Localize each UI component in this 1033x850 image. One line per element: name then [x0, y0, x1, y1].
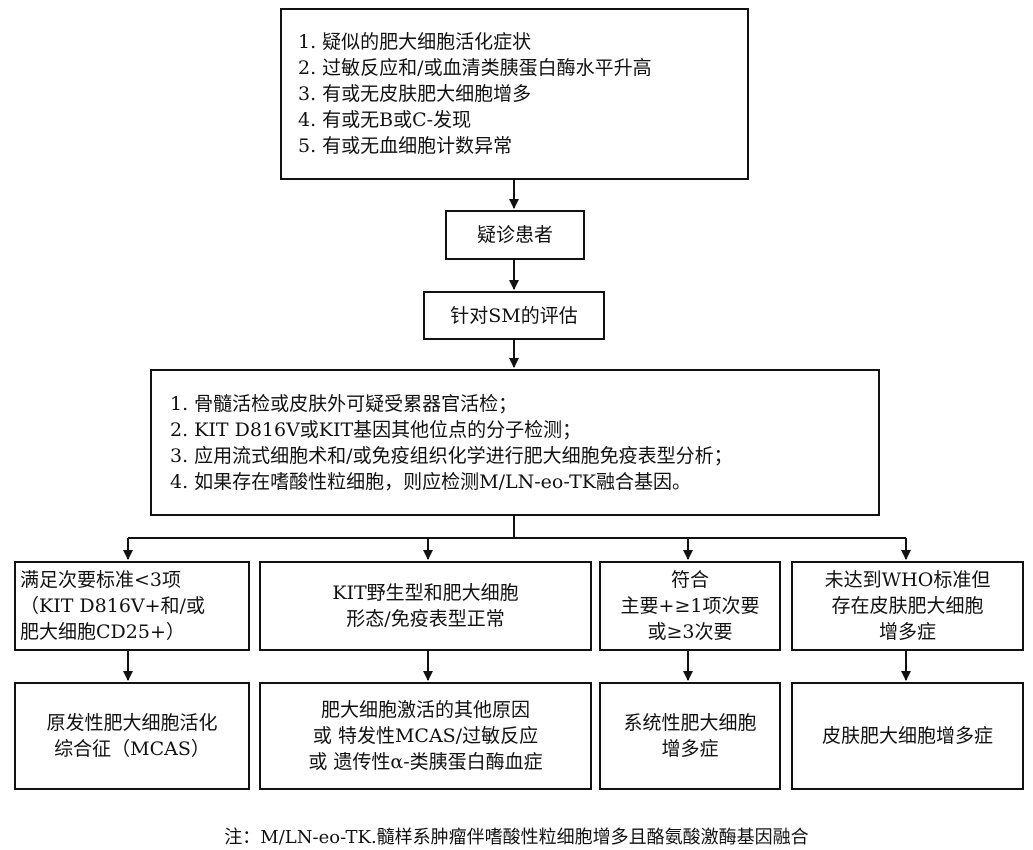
symptoms-box: 1. 疑似的肥大细胞活化症状 2. 过敏反应和/或血清类胰蛋白酶水平升高 3. …: [280, 8, 749, 180]
outcome-line: 皮肤肥大细胞增多症: [821, 725, 993, 747]
footnote: 注：M/LN-eo-TK.髓样系肿瘤伴嗜酸性粒细胞增多且酪氨酸激酶基因融合: [224, 827, 809, 848]
symptom-line: 3. 有或无皮肤肥大细胞增多: [298, 83, 532, 105]
criteria-line: 主要+≥1项次要: [620, 595, 760, 617]
criteria-line: 形态/免疫表型正常: [346, 608, 505, 630]
outcome-line: 肥大细胞激活的其他原因: [320, 699, 530, 721]
outcome-line: 原发性肥大细胞活化: [46, 712, 218, 734]
outcome-line: 或 特发性MCAS/过敏反应: [312, 725, 539, 747]
criteria-line: KIT野生型和肥大细胞: [332, 582, 519, 604]
symptom-line: 4. 有或无B或C-发现: [298, 109, 472, 131]
criteria-cutaneous-box: 未达到WHO标准但 存在皮肤肥大细胞 增多症: [791, 561, 1024, 651]
criteria-wildtype-box: KIT野生型和肥大细胞 形态/免疫表型正常: [259, 561, 592, 651]
suspected-patient-box: 疑诊患者: [445, 210, 585, 260]
outcome-line: 综合征（MCAS）: [54, 738, 210, 760]
outcome-systemic-sm-box: 系统性肥大细胞 增多症: [599, 682, 781, 790]
criteria-minor-box: 满足次要标准<3项 （KIT D816V+和/或 肥大细胞CD25+）: [14, 561, 250, 651]
sm-evaluation-label: 针对SM的评估: [450, 304, 578, 327]
outcome-line: 系统性肥大细胞: [623, 712, 757, 734]
criteria-line: （KIT D816V+和/或: [20, 595, 205, 617]
criteria-line: 符合: [670, 569, 709, 591]
symptom-line: 5. 有或无血细胞计数异常: [298, 135, 513, 157]
outcome-line: 增多症: [661, 738, 719, 760]
sm-evaluation-box: 针对SM的评估: [423, 291, 605, 340]
workup-line: 3. 应用流式细胞术和/或免疫组织化学进行肥大细胞免疫表型分析；: [170, 444, 733, 467]
criteria-who-met-box: 符合 主要+≥1项次要 或≥3次要: [599, 561, 781, 651]
criteria-line: 满足次要标准<3项: [20, 569, 182, 591]
outcome-primary-mcas-box: 原发性肥大细胞活化 综合征（MCAS）: [14, 682, 250, 790]
workup-line: 2. KIT D816V或KIT基因其他位点的分子检测；: [170, 418, 582, 441]
criteria-line: 肥大细胞CD25+）: [20, 621, 185, 643]
suspected-patient-label: 疑诊患者: [476, 224, 553, 246]
criteria-line: 增多症: [878, 621, 936, 643]
symptom-line: 1. 疑似的肥大细胞活化症状: [298, 31, 532, 53]
workup-box: 1. 骨髓活检或皮肤外可疑受累器官活检； 2. KIT D816V或KIT基因其…: [150, 369, 880, 516]
criteria-line: 或≥3次要: [647, 621, 733, 643]
criteria-line: 存在皮肤肥大细胞: [831, 595, 984, 617]
criteria-line: 未达到WHO标准但: [824, 569, 991, 591]
workup-line: 1. 骨髓活检或皮肤外可疑受累器官活检；: [170, 392, 518, 415]
outcome-line: 或 遗传性α-类胰蛋白酶血症: [308, 751, 543, 773]
workup-line: 4. 如果存在嗜酸性粒细胞，则应检测M/LN-eo-TK融合基因。: [170, 470, 691, 493]
outcome-cutaneous-mastocytosis-box: 皮肤肥大细胞增多症: [791, 682, 1024, 790]
outcome-other-causes-box: 肥大细胞激活的其他原因 或 特发性MCAS/过敏反应 或 遗传性α-类胰蛋白酶血…: [259, 682, 592, 790]
symptom-line: 2. 过敏反应和/或血清类胰蛋白酶水平升高: [298, 57, 652, 79]
